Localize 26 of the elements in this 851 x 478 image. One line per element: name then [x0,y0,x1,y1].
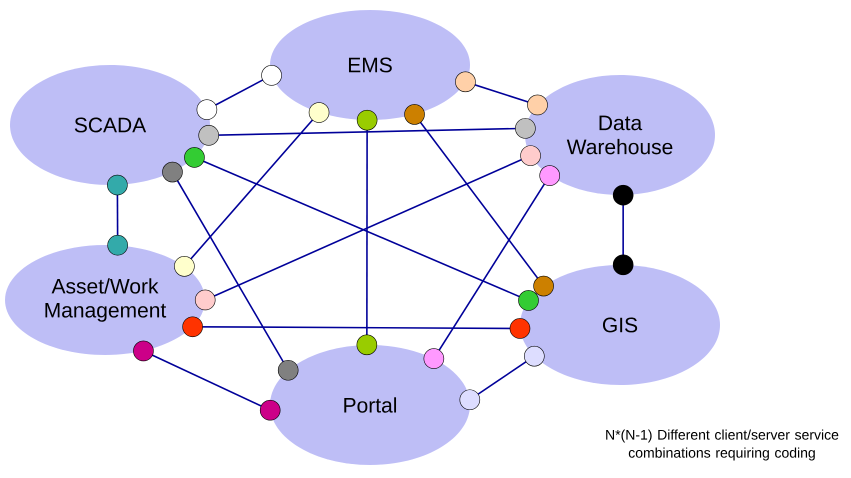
connector [198,118,536,146]
system-label: Data Warehouse [566,116,672,154]
connector [455,72,548,116]
connector [174,102,330,277]
connector [133,340,280,421]
system-ellipse [10,64,210,185]
connector [107,174,128,256]
connector [162,162,298,381]
system-label: Portal [344,397,396,413]
system-label: Asset/Work Management [45,278,166,322]
connector [356,110,378,356]
connector [424,165,560,369]
system-ellipse [270,345,470,465]
system-ellipse [5,245,205,355]
system-label: SCADA [74,118,146,132]
system-label: EMS [348,58,392,72]
connector [612,184,634,276]
connector [182,316,530,339]
system-ellipse [270,10,470,120]
note-text: N*(N-1) Different client/server service combinations requiring coding [606,429,838,460]
system-ellipse [525,75,715,195]
connector [404,104,554,296]
connector [196,65,282,120]
system-label: GIS [602,318,638,332]
system-ellipse [520,265,720,385]
connector [460,346,545,410]
